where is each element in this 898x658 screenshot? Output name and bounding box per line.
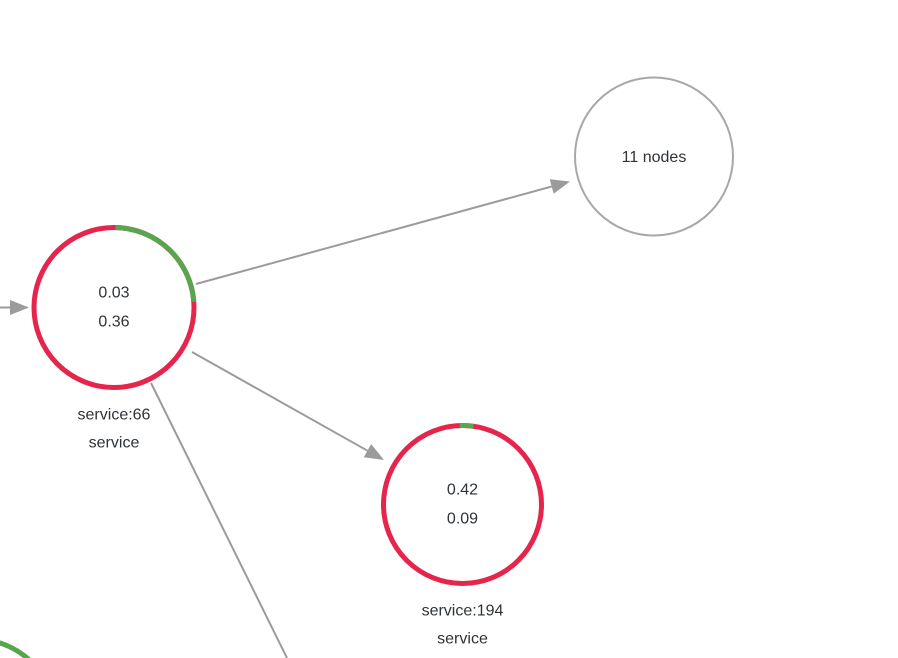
edge-arrowhead-icon <box>549 179 570 194</box>
node-ring <box>0 640 31 658</box>
graph-node-service-66[interactable]: 0.03 0.36 service:66 service <box>31 225 197 452</box>
node-ring <box>574 76 734 237</box>
node-label-line: service <box>89 435 140 452</box>
edge-line <box>150 382 288 658</box>
edge-incoming-left[interactable] <box>0 300 29 315</box>
edge-arrowhead-icon <box>10 300 29 315</box>
edge-service-66-to-offscreen[interactable] <box>150 382 288 658</box>
edge-layer <box>0 179 570 658</box>
node-metric-value: 0.36 <box>98 314 129 331</box>
node-metric-value: 0.03 <box>98 285 129 302</box>
edge-line <box>191 351 368 452</box>
node-label-line: service:66 <box>78 407 151 424</box>
node-label-line: service:194 <box>422 603 504 620</box>
node-layer: 0.03 0.36 service:66 service 0.42 0.09 service… <box>0 76 734 658</box>
node-ring-segment <box>459 423 474 429</box>
node-ring-segment <box>115 225 197 303</box>
edge-service-66-to-cluster[interactable] <box>195 179 570 285</box>
edge-line <box>195 185 552 285</box>
edge-service-66-to-service-194[interactable] <box>191 351 384 460</box>
node-ring <box>381 423 544 586</box>
node-ring <box>31 225 197 390</box>
graph-node-service-194[interactable]: 0.42 0.09 service:194 service <box>381 423 544 648</box>
node-center-label: 11 nodes <box>622 149 687 166</box>
node-label-line: service <box>437 631 488 648</box>
node-metric-value: 0.09 <box>447 511 478 528</box>
graph-node-offscreen-service[interactable] <box>0 639 56 658</box>
graph-node-cluster-11-nodes[interactable]: 11 nodes <box>574 76 734 237</box>
node-metric-value: 0.42 <box>447 482 478 499</box>
edge-arrowhead-icon <box>363 444 384 460</box>
